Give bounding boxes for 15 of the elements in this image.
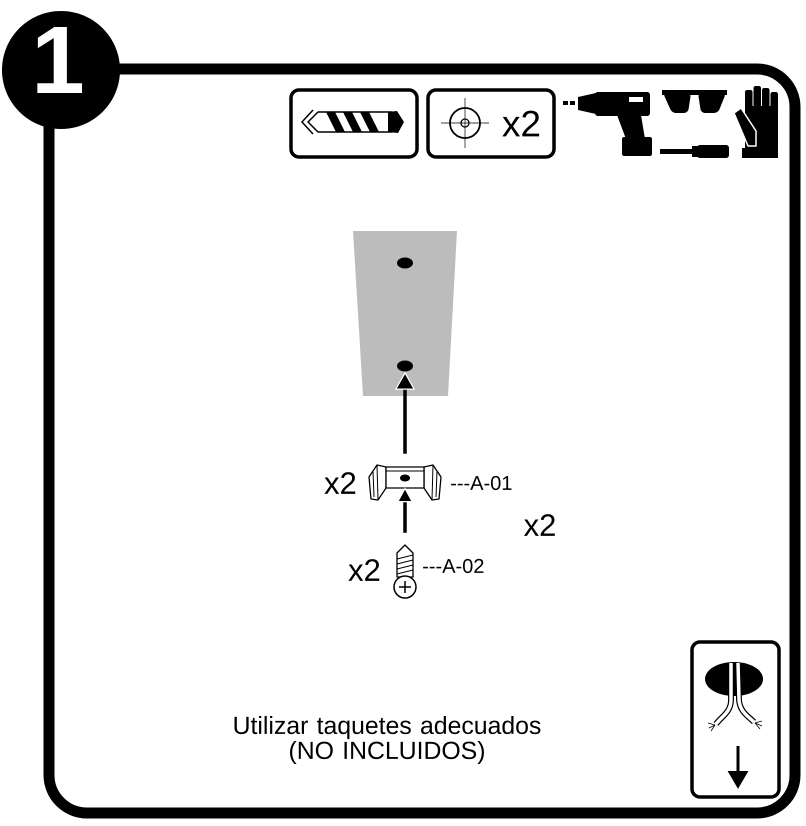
quantity-box: x2 bbox=[426, 88, 556, 159]
screw-hole bbox=[397, 258, 413, 268]
wall-anchor bbox=[368, 464, 442, 501]
quantity-label: x2 bbox=[524, 514, 555, 536]
part-code: ---A-01 bbox=[451, 476, 512, 490]
quantity-label: x2 bbox=[348, 559, 380, 581]
screw-hole bbox=[397, 360, 413, 372]
step-number: 1 bbox=[2, 11, 120, 129]
screw bbox=[393, 544, 417, 599]
tool-box bbox=[289, 88, 419, 159]
info-box bbox=[690, 640, 781, 799]
mounting-plate bbox=[353, 231, 457, 396]
part-code: ---A-02 bbox=[423, 558, 484, 574]
note: Utilizar taquetes adecuados (NO INCLUIDOS) bbox=[234, 716, 540, 764]
quantity-label: x2 bbox=[324, 472, 356, 494]
